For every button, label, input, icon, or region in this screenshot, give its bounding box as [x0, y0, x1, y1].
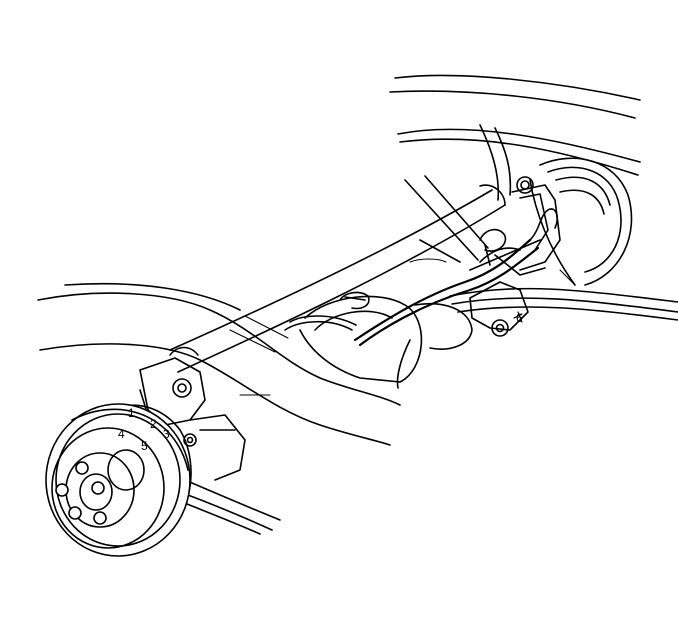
- wheel-stud-2: [55, 483, 69, 497]
- axle-tube: [169, 184, 506, 373]
- right-leaf-spring: [449, 287, 678, 321]
- callouts: 1 2 3 4 5 6: [118, 311, 523, 453]
- callout-6: 6: [516, 311, 523, 325]
- center-strut: [404, 175, 489, 263]
- differential-housing: [299, 291, 473, 389]
- callout-3: 3: [163, 427, 170, 441]
- brake-hose-junction: [479, 228, 507, 266]
- wheel-stud-1: [75, 461, 89, 475]
- wheel-stud-5: [91, 481, 105, 495]
- callout-2: 2: [150, 417, 157, 431]
- right-backing-plate: [511, 176, 561, 271]
- wheel-stud-4: [93, 511, 107, 525]
- callout-5: 5: [141, 439, 148, 453]
- left-leaf-spring: [179, 479, 281, 535]
- callout-1: 1: [128, 406, 135, 420]
- upper-frame-rail: [389, 74, 641, 201]
- callout-4: 4: [118, 427, 125, 441]
- right-spring-bracket: [469, 281, 529, 337]
- right-brake-drum: [529, 157, 633, 286]
- wheel-stud-3: [68, 506, 82, 520]
- left-hub-studs: [55, 461, 107, 525]
- detail-strokes: [229, 258, 576, 396]
- lower-frame-rail: [37, 282, 401, 446]
